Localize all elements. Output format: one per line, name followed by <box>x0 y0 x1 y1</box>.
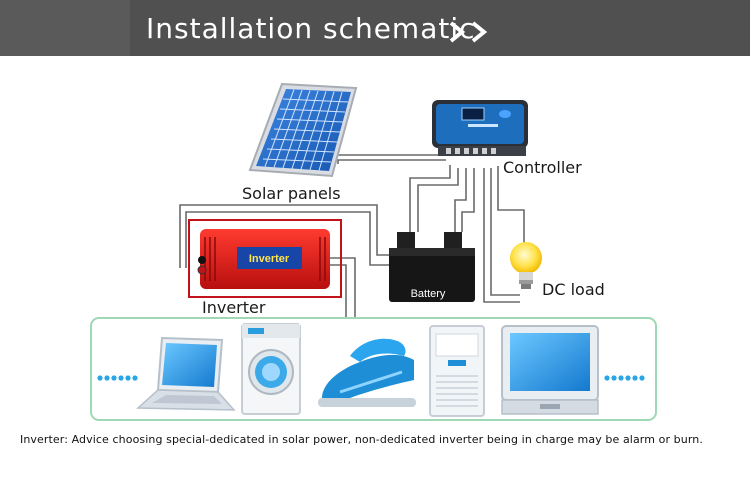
dc-load-label: DC load <box>542 280 605 299</box>
double-chevron-right-icon <box>449 21 488 43</box>
inverter-device-label: Inverter <box>249 253 290 265</box>
header-accent <box>0 0 130 56</box>
washing-machine-icon <box>241 323 301 415</box>
controller-label: Controller <box>503 158 582 177</box>
battery-label: Battery <box>411 288 446 300</box>
solar-panel-icon <box>248 82 358 178</box>
battery-icon <box>389 232 475 302</box>
inverter-highlight-box <box>188 219 342 298</box>
tv-icon <box>501 325 599 415</box>
inverter-icon <box>197 229 330 289</box>
iron-icon <box>318 338 416 407</box>
page-title: Installation schematic <box>146 12 476 45</box>
charge-controller-icon <box>432 100 528 156</box>
light-bulb-icon <box>510 242 542 289</box>
header-bar: Installation schematic <box>0 0 750 56</box>
laptop-icon <box>136 336 236 411</box>
solar-panels-label: Solar panels <box>242 184 341 203</box>
air-conditioner-icon <box>429 325 485 417</box>
inverter-label: Inverter <box>202 298 266 317</box>
ellipsis-dots <box>97 375 645 381</box>
footnote-text: Inverter: Advice choosing special-dedica… <box>20 433 703 446</box>
